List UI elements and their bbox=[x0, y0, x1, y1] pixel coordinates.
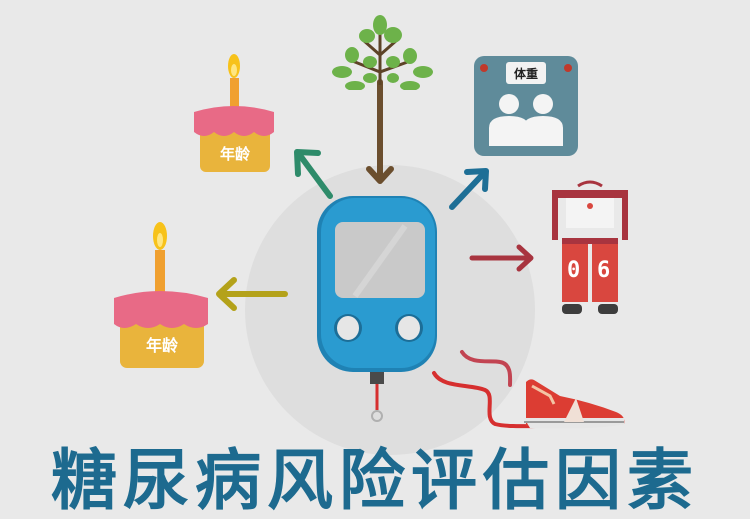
cake-label-age-1: 年龄 bbox=[219, 145, 250, 163]
arrow-from-tree bbox=[366, 79, 394, 184]
pants-number-0: 0 bbox=[567, 258, 581, 283]
arrow-to-pants bbox=[469, 244, 534, 272]
pants-number-6: 6 bbox=[597, 258, 611, 283]
arrow-to-cake-left bbox=[216, 277, 288, 311]
arrow-to-cake-top bbox=[294, 149, 333, 199]
scale-icon bbox=[474, 56, 578, 156]
cake-label-age-2: 年龄 bbox=[145, 336, 178, 355]
glucose-meter-icon bbox=[317, 196, 437, 422]
tree-icon bbox=[332, 15, 433, 90]
birthday-cake-icon bbox=[114, 222, 208, 368]
scale-label-weight: 体重 bbox=[513, 67, 538, 81]
infographic: 年龄 年龄 体重 0 6 bbox=[51, 15, 693, 514]
pants-icon bbox=[552, 180, 628, 314]
ribbon-to-shoe bbox=[432, 350, 562, 429]
birthday-cake-icon bbox=[194, 54, 274, 172]
arrow-to-scale bbox=[449, 168, 489, 210]
arrows bbox=[216, 79, 562, 429]
page-title: 糖尿病风险评估因素 bbox=[51, 442, 699, 519]
sneaker-icon bbox=[524, 379, 625, 429]
